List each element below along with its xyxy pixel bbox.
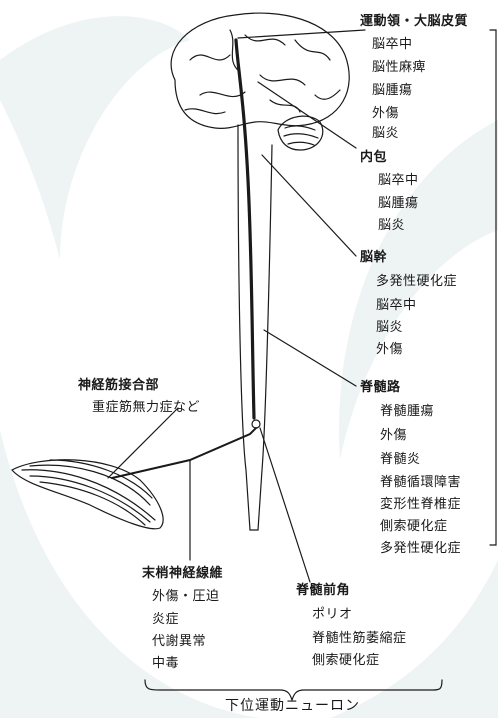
label-spinal-tract: 脊髄路: [360, 380, 401, 395]
upper-motor-neuron-tract: [234, 38, 256, 420]
label-peripheral-nerve: 末梢神経線維: [142, 566, 224, 581]
spinal-tract-item: 多発性硬化症: [380, 541, 462, 556]
anterior-horn-cell: [251, 419, 261, 429]
spinal-tract-item: 脊髄腫瘍: [380, 404, 435, 419]
leader-line-brainstem: [261, 154, 357, 257]
side-bracket: [489, 29, 497, 546]
lower-motor-neuron-axon: [111, 427, 257, 479]
anterior-horn-item: ポリオ: [312, 607, 353, 622]
leader-line-internal-capsule: [257, 81, 357, 149]
cerebellum-folia: [283, 125, 319, 146]
background-swirl: [0, 16, 190, 260]
spinal-tract-item: 側索硬化症: [380, 519, 448, 534]
brainstem-item: 外傷: [376, 342, 404, 357]
label-neuromuscular-junction: 神経筋接合部: [78, 378, 160, 393]
bottom-brace: [144, 679, 443, 702]
brain-outline: [170, 12, 350, 129]
peripheral-nerve-item: 中毒: [152, 656, 180, 671]
brain-gyri: [184, 29, 341, 115]
leader-line-spinal-tract: [263, 329, 357, 387]
brainstem-item: 脳卒中: [376, 298, 417, 313]
motor-cortex-item: 脳卒中: [372, 37, 413, 52]
anterior-horn-item: 脊髄性筋萎縮症: [312, 631, 407, 646]
motor-cortex-item: 外傷: [372, 106, 400, 121]
peripheral-nerve-item: 外傷・圧迫: [152, 589, 220, 604]
neuromuscular-junction-item: 重症筋無力症など: [92, 400, 201, 415]
motor-cortex-item: 脳炎: [372, 126, 400, 141]
brainstem-item: 脳炎: [376, 320, 404, 335]
label-lower-motor-neuron: 下位運動ニューロン: [225, 698, 360, 714]
motor-cortex-item: 脳腫瘍: [372, 83, 413, 98]
internal-capsule-item: 脳腫瘍: [378, 196, 419, 211]
spinal-tract-item: 脊髄炎: [380, 452, 421, 467]
background-swirl: [330, 560, 498, 718]
peripheral-nerve-item: 代謝異常: [152, 634, 207, 649]
background-swirl: [0, 430, 260, 718]
spinal-tract-item: 変形性脊椎症: [380, 497, 462, 512]
muscle: [11, 459, 164, 530]
spinal-tract-item: 外傷: [380, 428, 408, 443]
background-swirl: [339, 120, 498, 460]
muscle-fibers: [21, 459, 156, 526]
spinal-cord: [237, 124, 273, 531]
leader-line-nmj: [107, 407, 179, 479]
internal-capsule-item: 脳卒中: [378, 173, 419, 188]
internal-capsule-item: 脳炎: [378, 218, 406, 233]
leader-line-anterior-horn: [259, 427, 311, 583]
spinal-tract-item: 脊髄循環障害: [380, 475, 462, 490]
label-brainstem: 脳幹: [360, 250, 388, 265]
anterior-horn-item: 側索硬化症: [312, 653, 380, 668]
peripheral-nerve-item: 炎症: [152, 612, 180, 627]
label-internal-capsule: 内包: [360, 150, 388, 165]
motor-cortex-item: 脳性麻痺: [372, 60, 427, 75]
brainstem-item: 多発性硬化症: [376, 274, 458, 289]
leader-line-motor-cortex: [237, 29, 366, 39]
label-anterior-horn: 脊髄前角: [296, 583, 351, 598]
cerebellum: [277, 115, 324, 151]
label-motor-cortex: 運動領・大脳皮質: [360, 14, 469, 29]
